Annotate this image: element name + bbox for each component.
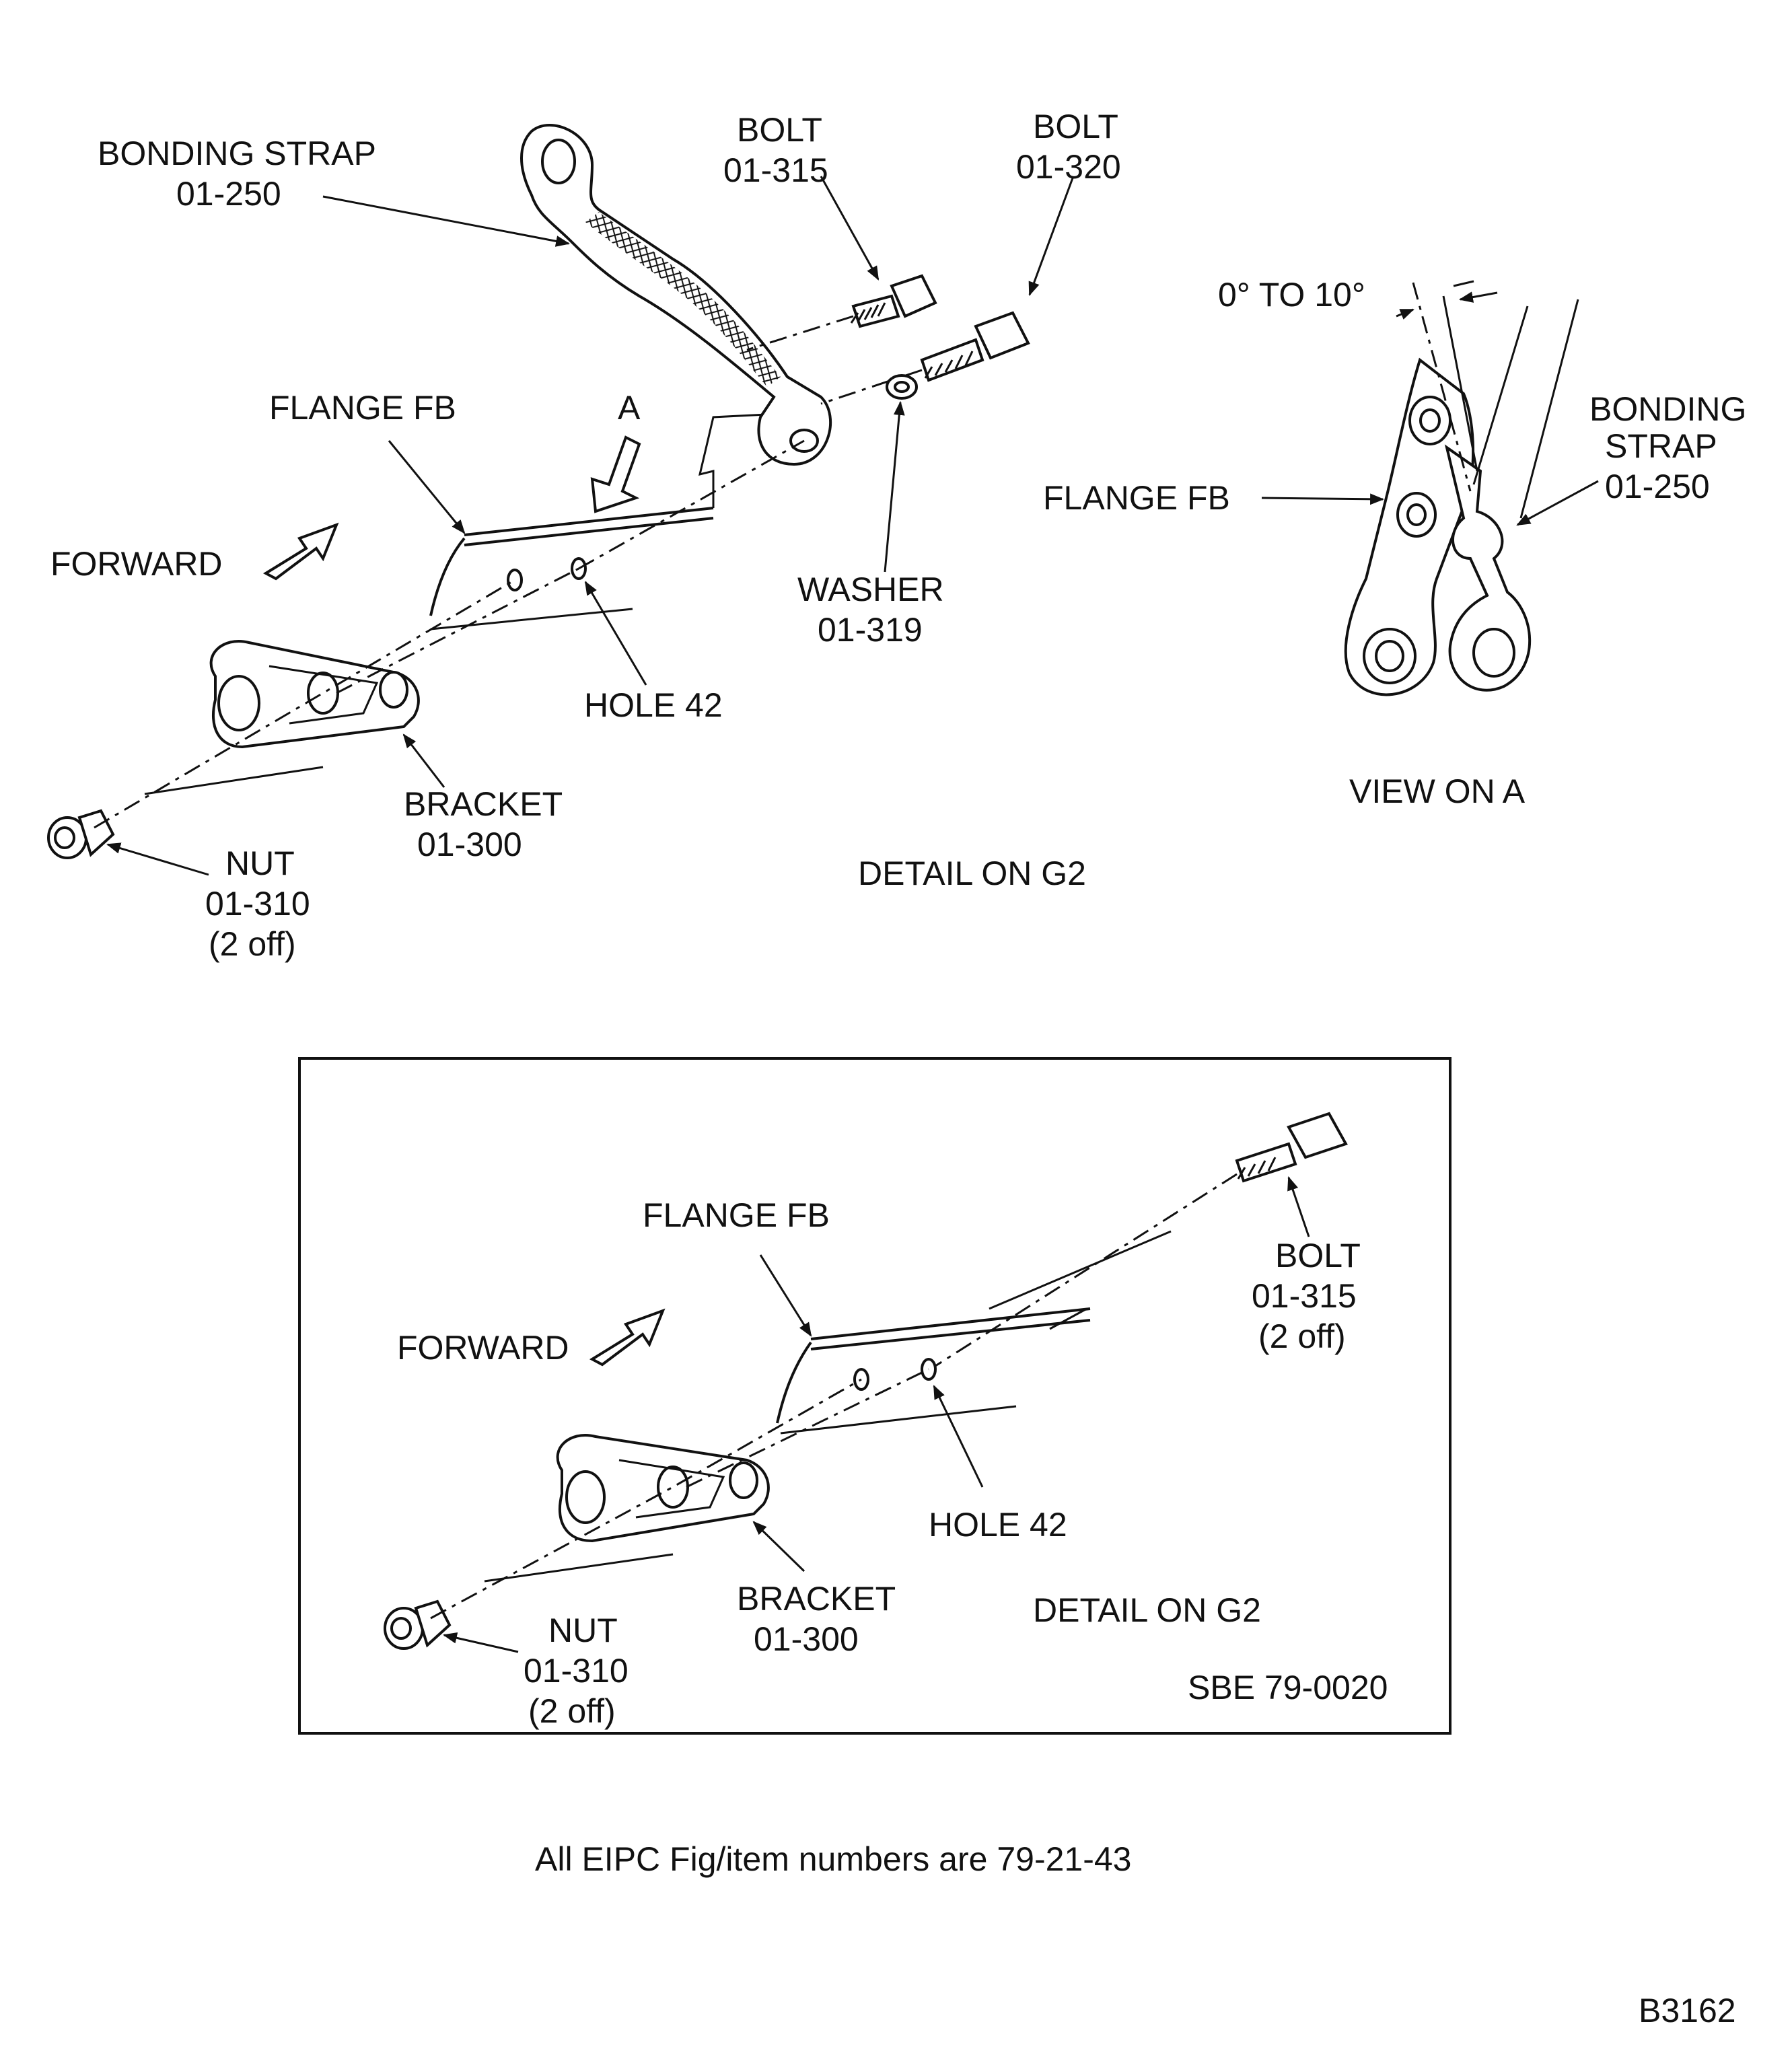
nut-qty: (2 off) <box>209 925 296 963</box>
detail-2-nut-label: NUT <box>548 1612 618 1649</box>
view-a-leaders <box>1261 480 1599 526</box>
detail-2-bracket-part <box>556 1434 770 1543</box>
detail-2-bracket-ref: 01-300 <box>754 1620 859 1658</box>
bracket-01-300-part <box>209 640 420 749</box>
forward-label: FORWARD <box>50 545 223 583</box>
detail-2-hole-label: HOLE 42 <box>929 1506 1067 1544</box>
detail-2-forward-arrow <box>589 1308 666 1367</box>
bolt-b-label: BOLT <box>1033 108 1118 145</box>
detail-2-caption: DETAIL ON G2 <box>1033 1591 1261 1629</box>
bracket-label: BRACKET <box>404 785 563 823</box>
bolt-a-label: BOLT <box>737 111 822 149</box>
detail-1-centre-lines <box>94 439 805 829</box>
detail-2-hole-pair <box>853 1358 937 1391</box>
bolt-b-ref: 01-320 <box>1016 148 1121 186</box>
flange-label: FLANGE FB <box>269 389 456 427</box>
washer-ref: 01-319 <box>818 611 923 649</box>
figure-code: B3162 <box>1639 1992 1736 2029</box>
detail-1-leaders <box>106 176 1075 876</box>
washer-label: WASHER <box>797 571 944 608</box>
view-arrow-a <box>590 435 641 513</box>
bonding-strap-ref: 01-250 <box>176 175 281 213</box>
nut-ref: 01-310 <box>205 885 310 923</box>
detail-2-nut-qty: (2 off) <box>528 1692 616 1730</box>
detail-1-caption: DETAIL ON G2 <box>858 855 1086 892</box>
washer-01-319-part <box>886 374 918 400</box>
nut-01-310-part <box>47 809 115 859</box>
detail-2-leaders <box>442 1176 1310 1653</box>
detail-2-nut-part <box>384 1599 452 1650</box>
detail-2-frame <box>298 1057 1451 1735</box>
detail-2-flange-label: FLANGE FB <box>643 1196 830 1234</box>
view-a-strap-line1: BONDING <box>1589 390 1746 428</box>
detail-2-forward-label: FORWARD <box>397 1329 569 1367</box>
view-a-caption: VIEW ON A <box>1349 772 1526 810</box>
detail-2-flange-panel <box>776 1230 1172 1424</box>
detail-2-bulletin: SBE 79-0020 <box>1188 1669 1388 1706</box>
detail-2-bolt-part <box>935 1112 1348 1367</box>
view-a-strap-ref: 01-250 <box>1605 468 1710 505</box>
bracket-ref: 01-300 <box>417 826 522 863</box>
view-a-strap-line2: STRAP <box>1605 427 1717 465</box>
detail-2-bolt-ref: 01-315 <box>1252 1277 1357 1315</box>
bonding-strap-label: BONDING STRAP <box>98 135 376 172</box>
view-on-a: 0° TO 10° FLANGE FB BONDING STRAP 01-250… <box>1043 276 1746 810</box>
nut-label: NUT <box>225 844 295 882</box>
view-a-angle-label: 0° TO 10° <box>1218 276 1365 314</box>
detail-2-centre-lines <box>430 1368 1017 1620</box>
detail-2-bolt-qty: (2 off) <box>1258 1317 1346 1355</box>
detail-2-bolt-label: BOLT <box>1275 1237 1361 1274</box>
bolt-01-315-part <box>746 274 937 351</box>
footnote: All EIPC Fig/item numbers are 79-21-43 <box>535 1840 1131 1878</box>
view-arrow-label: A <box>618 389 641 427</box>
view-a-flange-label: FLANGE FB <box>1043 479 1230 517</box>
flange-fb-panel <box>429 412 781 616</box>
forward-arrow-1 <box>262 522 339 581</box>
detail-1: BONDING STRAP 01-250 BOLT 01-315 BOLT 01… <box>47 108 1121 963</box>
view-a-angle-indicator <box>1396 280 1498 492</box>
bonding-strap-part <box>520 123 832 466</box>
bolt-01-320-part <box>820 311 1030 405</box>
detail-2-box: FLANGE FB FORWARD BOLT 01-315 (2 off) HO… <box>298 1057 1451 1735</box>
bolt-a-ref: 01-315 <box>723 151 828 189</box>
detail-2-bracket-label: BRACKET <box>737 1580 896 1618</box>
view-a-strap-part <box>1444 299 1579 692</box>
hole-label: HOLE 42 <box>584 686 723 724</box>
detail-2-nut-ref: 01-310 <box>524 1652 629 1690</box>
